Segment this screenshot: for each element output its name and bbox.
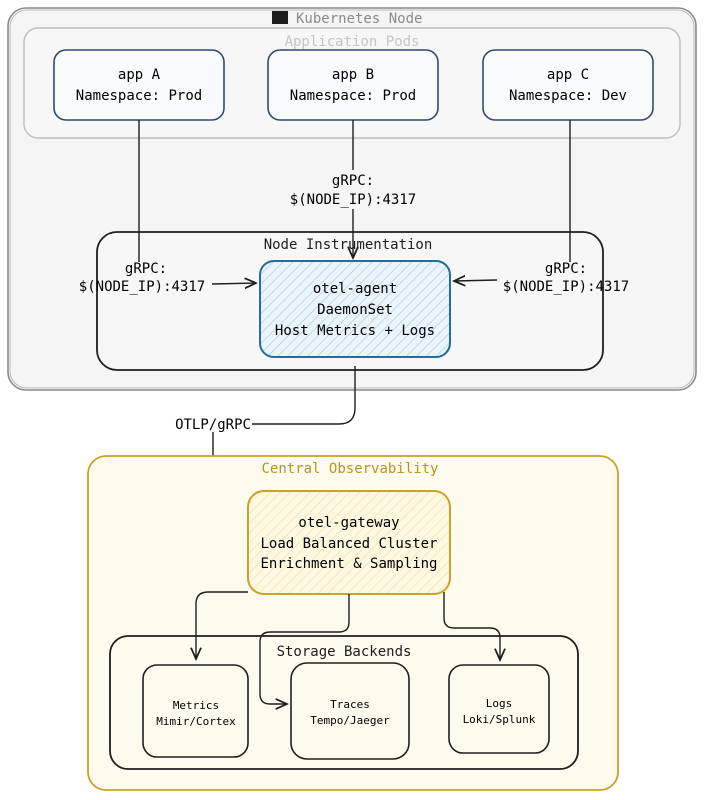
kubernetes-node-icon [272, 11, 288, 24]
metrics-backend-name: Metrics [173, 699, 219, 712]
app-b-node[interactable]: app B Namespace: Prod [267, 49, 439, 121]
app-b-namespace: Namespace: Prod [290, 88, 416, 104]
app-a-namespace: Namespace: Prod [76, 88, 202, 104]
edge-app-a-proto-label: gRPC: [125, 261, 167, 277]
app-a-name: app A [118, 67, 161, 83]
central-observability-title: Central Observability [261, 461, 438, 477]
edge-app-b-proto-label: gRPC: [332, 173, 374, 189]
app-c-name: app C [547, 67, 589, 83]
otel-gateway-line2: Load Balanced Cluster [260, 536, 437, 552]
kubernetes-node-title: Kubernetes Node [296, 11, 422, 27]
otel-gateway-node[interactable]: otel-gateway Load Balanced Cluster Enric… [247, 490, 451, 595]
traces-backend-node[interactable]: Traces Tempo/Jaeger [290, 662, 410, 760]
metrics-backend-impl: Mimir/Cortex [156, 715, 236, 728]
otel-gateway-line3: Enrichment & Sampling [260, 556, 437, 572]
app-c-node[interactable]: app C Namespace: Dev [482, 49, 654, 121]
edge-app-c-to-agent [454, 120, 571, 281]
edge-gateway-to-logs [443, 592, 500, 660]
traces-backend-name: Traces [330, 698, 370, 711]
edge-app-a-to-agent [138, 120, 256, 284]
otel-agent-line1: otel-agent [313, 281, 397, 297]
otel-agent-line3: Host Metrics + Logs [275, 323, 435, 339]
edge-app-b-addr-label: $(NODE_IP):4317 [290, 192, 416, 208]
storage-backends-title: Storage Backends [277, 644, 412, 660]
edge-app-c-proto-label: gRPC: [545, 261, 587, 277]
app-a-node[interactable]: app A Namespace: Prod [53, 49, 225, 121]
traces-backend-impl: Tempo/Jaeger [310, 714, 390, 727]
node-instrumentation-title: Node Instrumentation [264, 237, 433, 253]
edge-app-a-addr-label: $(NODE_IP):4317 [79, 279, 205, 295]
app-b-name: app B [332, 67, 374, 83]
edge-app-c-addr-label: $(NODE_IP):4317 [503, 279, 629, 295]
logs-backend-impl: Loki/Splunk [463, 713, 536, 726]
logs-backend-node[interactable]: Logs Loki/Splunk [448, 664, 550, 754]
logs-backend-name: Logs [486, 697, 513, 710]
otel-agent-line2: DaemonSet [317, 302, 393, 318]
app-c-namespace: Namespace: Dev [509, 88, 627, 104]
edge-gateway-to-traces [259, 594, 350, 704]
application-pods-title: Application Pods [285, 34, 420, 50]
otlp-grpc-label: OTLP/gRPC [175, 417, 251, 433]
otel-agent-node[interactable]: otel-agent DaemonSet Host Metrics + Logs [259, 260, 451, 358]
edge-gateway-to-metrics [196, 591, 248, 659]
metrics-backend-node[interactable]: Metrics Mimir/Cortex [142, 664, 249, 758]
otel-gateway-line1: otel-gateway [298, 515, 399, 531]
